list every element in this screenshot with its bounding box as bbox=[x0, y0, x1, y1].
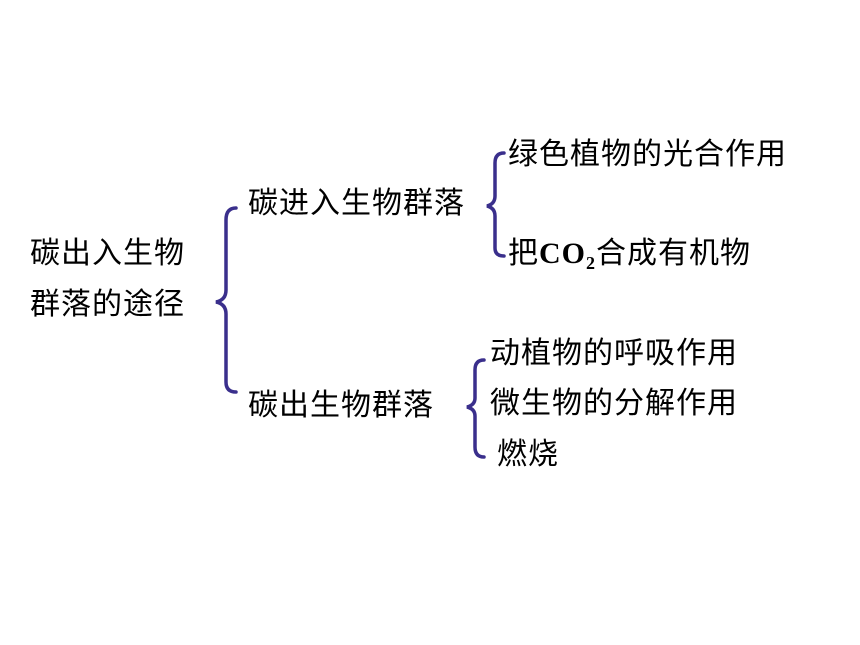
co2-prefix: 把 bbox=[508, 236, 539, 271]
co2-subscript: 2 bbox=[586, 253, 596, 273]
upper-brace bbox=[486, 151, 506, 258]
branch-in-item-photosynthesis: 绿色植物的光合作用 bbox=[508, 137, 787, 172]
branch-out-item-respiration: 动植物的呼吸作用 bbox=[490, 336, 738, 371]
branch-out-item-decomposition: 微生物的分解作用 bbox=[490, 386, 738, 421]
root-label-line1: 碳出入生物 bbox=[30, 236, 185, 271]
root-label-line2: 群落的途径 bbox=[30, 287, 185, 322]
branch-out-label: 碳出生物群落 bbox=[248, 388, 434, 423]
co2-formula: CO bbox=[539, 237, 586, 270]
lower-brace bbox=[466, 358, 486, 459]
co2-suffix: 合成有机物 bbox=[596, 236, 751, 271]
branch-in-label: 碳进入生物群落 bbox=[248, 186, 465, 221]
branch-in-item-co2: 把CO2合成有机物 bbox=[508, 236, 751, 281]
main-brace bbox=[215, 206, 238, 394]
branch-out-item-combustion: 燃烧 bbox=[497, 437, 559, 472]
